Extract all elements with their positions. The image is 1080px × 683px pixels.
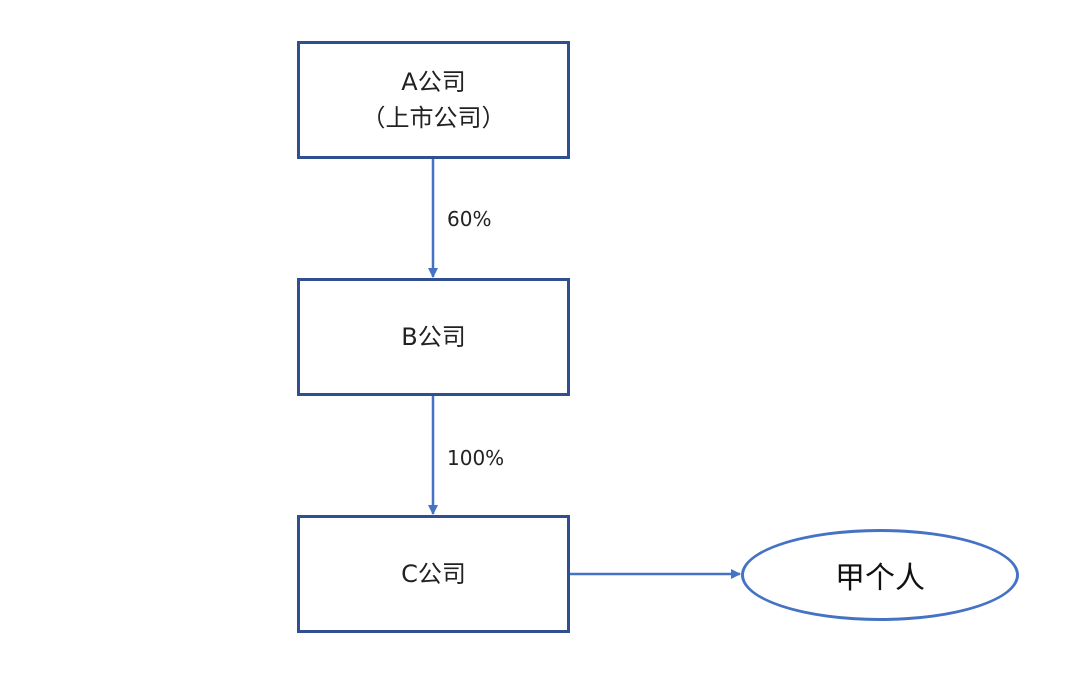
node-person: 甲个人 xyxy=(741,529,1019,621)
node-company-a: A公司 （上市公司） xyxy=(297,41,570,159)
node-company-c: C公司 xyxy=(297,515,570,633)
edge-label-a-to-b: 60% xyxy=(447,207,492,231)
node-company-b: B公司 xyxy=(297,278,570,396)
node-company-b-name: B公司 xyxy=(401,323,466,351)
node-company-a-name: A公司 xyxy=(401,68,466,96)
node-company-c-name: C公司 xyxy=(401,560,466,588)
node-person-name: 甲个人 xyxy=(835,561,925,596)
node-company-a-subtitle: （上市公司） xyxy=(361,104,506,132)
edge-label-b-to-c: 100% xyxy=(447,446,505,470)
